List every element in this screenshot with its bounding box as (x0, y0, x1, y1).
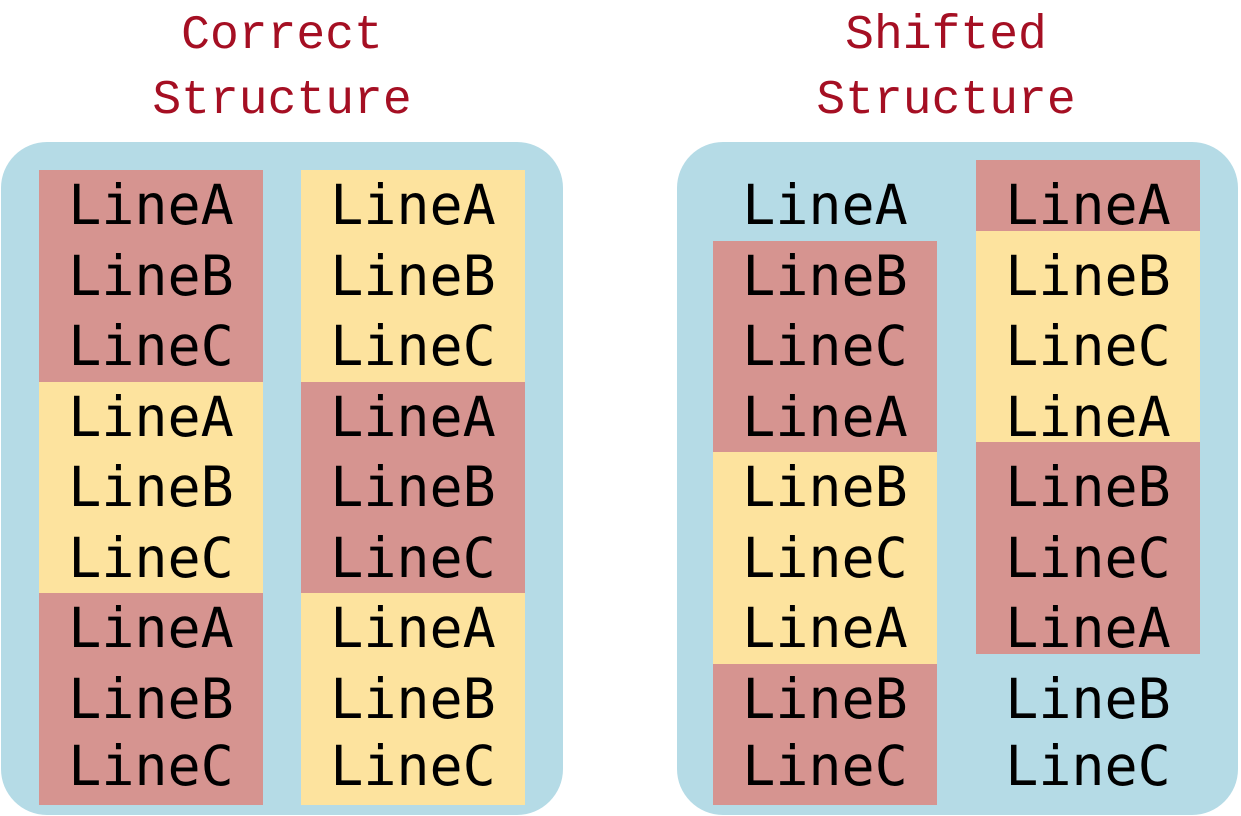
line-label: LineA (68, 384, 234, 449)
line-label: LineA (68, 173, 234, 237)
line-group-red (713, 663, 937, 805)
line-label: LineB (1005, 666, 1171, 731)
line-label: LineC (742, 314, 908, 378)
line-label: LineB (1005, 455, 1171, 519)
line-label: LineA (742, 596, 908, 660)
line-label: LineA (330, 173, 496, 237)
line-label: LineB (68, 666, 234, 731)
line-label: LineA (742, 173, 908, 237)
line-label: LineC (68, 314, 234, 378)
line-group-yellow (301, 170, 525, 382)
line-group-yellow (713, 452, 937, 664)
line-label: LineC (1005, 314, 1171, 378)
line-label: LineA (1005, 596, 1171, 660)
line-group-yellow (301, 593, 525, 805)
line-label: LineC (330, 734, 496, 798)
correct-structure-title: Correct Structure (152, 9, 412, 128)
line-group-red (976, 442, 1200, 654)
line-label: LineA (330, 596, 496, 660)
line-label: LineC (742, 734, 908, 798)
line-label: LineA (1005, 173, 1171, 237)
line-group-yellow (976, 230, 1200, 442)
line-group-red (39, 593, 263, 805)
line-label: LineC (1005, 734, 1171, 798)
line-label: LineB (742, 455, 908, 519)
line-label: LineB (1005, 243, 1171, 308)
line-label: LineC (742, 525, 908, 590)
line-label: LineB (742, 666, 908, 731)
line-label: LineC (68, 734, 234, 798)
line-group-red (976, 160, 1200, 231)
line-label: LineC (68, 525, 234, 590)
line-label: LineB (68, 243, 234, 308)
line-label: LineB (742, 243, 908, 308)
line-label: LineA (1005, 384, 1171, 449)
line-label: LineC (330, 525, 496, 590)
line-label: LineC (330, 314, 496, 378)
line-label: LineA (68, 596, 234, 660)
line-group-yellow (39, 381, 263, 593)
line-group-red (39, 170, 263, 382)
line-group-red (301, 381, 525, 593)
line-label: LineA (742, 384, 908, 449)
shifted-structure-title: Shifted Structure (816, 9, 1076, 128)
line-label: LineB (330, 455, 496, 519)
line-label: LineB (330, 243, 496, 308)
line-group-red (713, 240, 937, 452)
line-label: LineB (330, 666, 496, 731)
line-label: LineB (68, 455, 234, 519)
line-label: LineA (330, 384, 496, 449)
line-label: LineC (1005, 525, 1171, 590)
